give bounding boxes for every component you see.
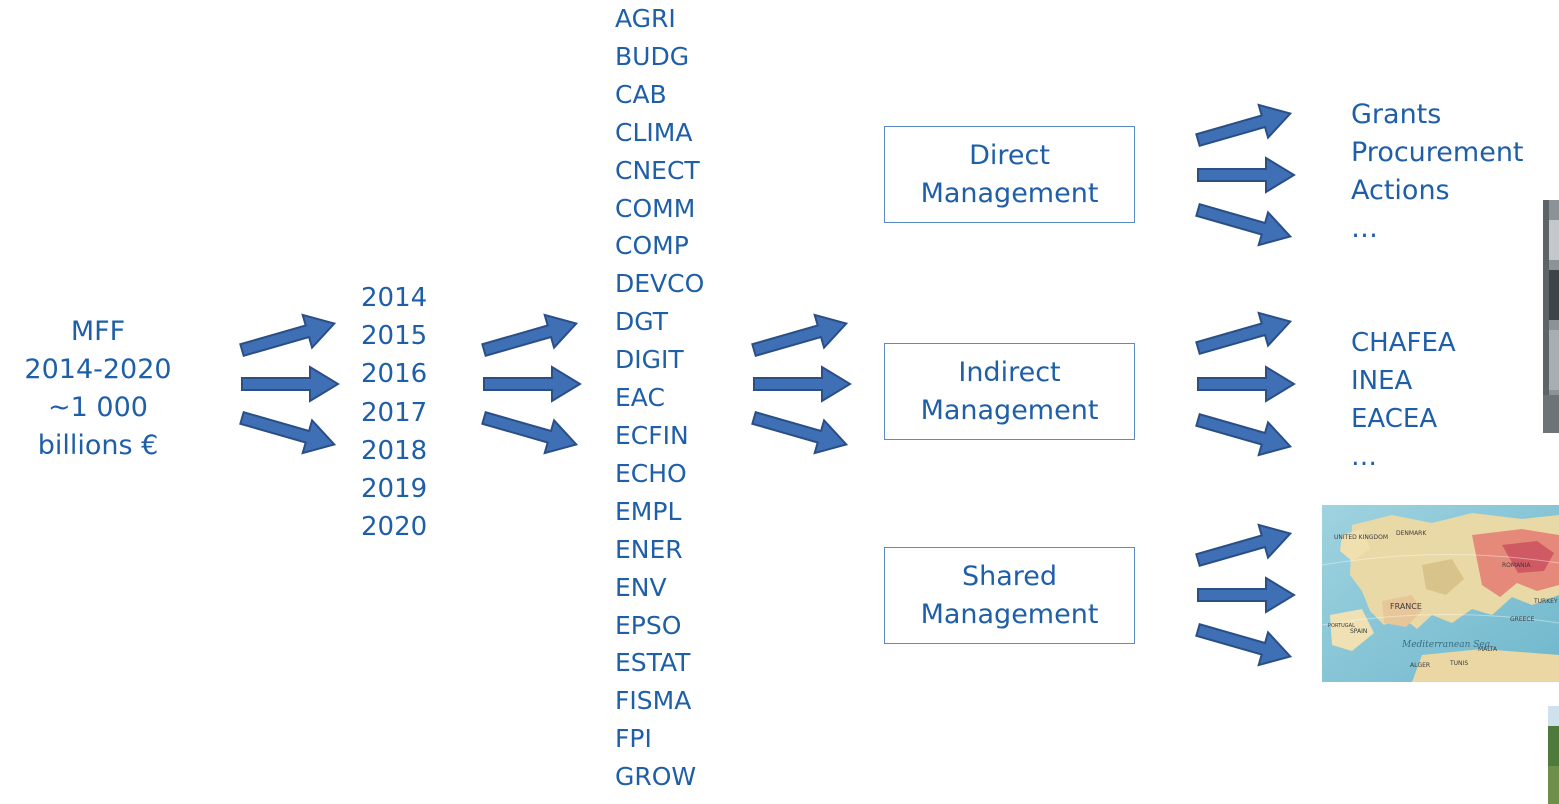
arrow-direct-down — [1192, 192, 1296, 254]
map-label: TURKEY — [1533, 598, 1558, 605]
dg-list: AGRI BUDG CAB CLIMA CNECT COMM COMP DEVC… — [615, 0, 704, 796]
landscape-photo — [1548, 706, 1559, 804]
indirect-management-line2: Management — [920, 394, 1099, 426]
map-label: Mediterranean Sea — [1401, 640, 1490, 650]
dg-item: ECFIN — [615, 420, 689, 450]
indirect-outputs-list: CHAFEA INEA EACEA … — [1351, 324, 1456, 476]
building-photo — [1543, 200, 1559, 433]
map-label: PORTUGAL — [1328, 623, 1355, 629]
map-label: SPAIN — [1350, 628, 1367, 635]
dg-item: CNECT — [615, 155, 700, 185]
direct-output-item: Grants — [1351, 99, 1442, 130]
map-label: GREECE — [1510, 616, 1535, 623]
arrow-dgs-up — [748, 306, 852, 368]
indirect-output-item: INEA — [1351, 366, 1413, 396]
map-label: MALTA — [1478, 646, 1498, 653]
arrow-shared-up — [1192, 516, 1296, 578]
map-label: UNITED KINGDOM — [1334, 534, 1388, 541]
map-label: ROMANIA — [1502, 562, 1531, 569]
dg-item: FISMA — [615, 686, 692, 716]
shared-management-line2: Management — [920, 598, 1099, 630]
year-item: 2019 — [361, 474, 428, 505]
arrow-mff-up — [236, 306, 340, 368]
years-list: 2014 2015 2016 2017 2018 2019 2020 — [361, 279, 427, 546]
direct-output-item: Procurement — [1351, 137, 1524, 168]
shared-management-line1: Shared — [961, 560, 1058, 592]
arrow-direct-mid — [1197, 157, 1295, 193]
dg-item: FPI — [615, 724, 652, 754]
dg-item: CLIMA — [615, 117, 693, 147]
dg-item: BUDG — [615, 41, 690, 71]
dg-item: ENV — [615, 572, 667, 602]
map-label: TUNIS — [1449, 660, 1468, 667]
arrow-mff-mid — [241, 366, 339, 402]
dg-item: ENER — [615, 534, 683, 564]
year-item: 2017 — [361, 397, 428, 428]
arrow-years-down — [478, 400, 582, 462]
indirect-output-item: … — [1351, 442, 1377, 472]
mff-unit: billions € — [37, 430, 159, 461]
arrow-years-mid — [483, 366, 581, 402]
dg-item: COMM — [615, 193, 696, 223]
arrow-shared-mid — [1197, 577, 1295, 613]
arrow-mff-down — [236, 400, 340, 462]
year-item: 2014 — [361, 283, 428, 313]
arrow-indirect-down — [1192, 402, 1296, 464]
direct-management-line2: Management — [920, 177, 1099, 209]
year-item: 2016 — [361, 359, 428, 390]
direct-output-item: Actions — [1351, 175, 1450, 206]
dg-item: DGT — [615, 307, 669, 337]
dg-item: GROW — [615, 762, 697, 792]
dg-item: EAC — [615, 383, 665, 413]
dg-item: EMPL — [615, 496, 682, 526]
year-item: 2015 — [361, 321, 428, 352]
indirect-management-box: Indirect Management — [884, 343, 1135, 440]
mff-period: 2014-2020 — [24, 354, 172, 385]
year-item: 2020 — [361, 512, 428, 543]
shared-management-box: Shared Management — [884, 547, 1135, 644]
arrow-shared-down — [1192, 612, 1296, 674]
mff-title: MFF — [70, 316, 126, 347]
dg-item: COMP — [615, 231, 689, 261]
arrow-dgs-down — [748, 400, 852, 462]
direct-output-item: … — [1351, 213, 1378, 244]
direct-management-line1: Direct — [969, 139, 1050, 171]
dg-item: DIGIT — [615, 345, 684, 375]
map-label: DENMARK — [1396, 530, 1427, 537]
arrow-dgs-mid — [753, 366, 851, 402]
europe-map-photo: UNITED KINGDOM DENMARK FRANCE SPAIN PORT… — [1322, 505, 1559, 682]
dg-item: AGRI — [615, 4, 676, 33]
arrow-indirect-up — [1192, 304, 1296, 366]
map-label: FRANCE — [1390, 602, 1422, 611]
indirect-output-item: CHAFEA — [1351, 328, 1456, 358]
arrow-direct-up — [1192, 96, 1296, 158]
indirect-output-item: EACEA — [1351, 404, 1438, 434]
dg-item: ESTAT — [615, 648, 691, 678]
dg-item: ECHO — [615, 458, 687, 488]
arrow-years-up — [478, 306, 582, 368]
mff-amount: ~1 000 — [48, 392, 148, 423]
direct-management-box: Direct Management — [884, 126, 1135, 223]
year-item: 2018 — [361, 435, 428, 466]
mff-label: MFF 2014-2020 ~1 000 billions € — [0, 313, 196, 465]
dg-item: EPSO — [615, 610, 682, 640]
dg-item: DEVCO — [615, 269, 705, 299]
indirect-management-line1: Indirect — [958, 356, 1061, 388]
direct-outputs-list: Grants Procurement Actions … — [1351, 96, 1524, 248]
dg-item: CAB — [615, 79, 667, 109]
arrow-indirect-mid — [1197, 366, 1295, 402]
map-label: ALGER — [1410, 662, 1430, 669]
